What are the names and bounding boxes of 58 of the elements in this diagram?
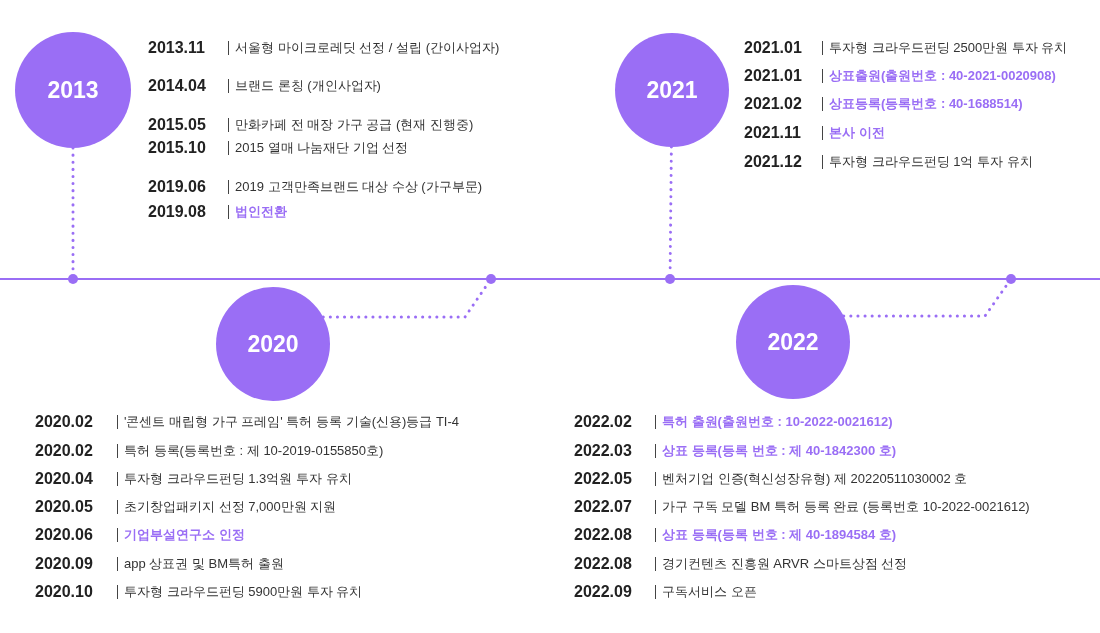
year-circle: 2022 — [736, 285, 850, 399]
event-text: app 상표권 및 BM특허 출원 — [117, 557, 284, 571]
event-date: 2021.01 — [744, 38, 802, 58]
event-date: 2021.01 — [744, 66, 802, 86]
event-date: 2015.05 — [148, 115, 206, 135]
event-date: 2015.10 — [148, 138, 206, 158]
event-text: 상표 등록(등록 번호 : 제 40-1842300 호) — [655, 444, 897, 458]
event-text: 법인전환 — [228, 205, 287, 219]
event-text: 투자형 크라우드펀딩 1억 투자 유치 — [822, 155, 1033, 169]
event-text: 구독서비스 오픈 — [655, 585, 757, 599]
event-text: 특허 등록(등록번호 : 제 10-2019-0155850호) — [117, 444, 384, 458]
event-date: 2019.06 — [148, 177, 206, 197]
event-text: 2015 열매 나눔재단 기업 선정 — [228, 141, 409, 155]
event-text: 2019 고객만족브랜드 대상 수상 (가구부문) — [228, 180, 483, 194]
timeline-dot — [68, 274, 78, 284]
event-date: 2020.10 — [35, 582, 93, 602]
timeline-dot — [665, 274, 675, 284]
event-date: 2019.08 — [148, 202, 206, 222]
event-text: 투자형 크라우드펀딩 5900만원 투자 유치 — [117, 585, 363, 599]
event-date: 2020.04 — [35, 469, 93, 489]
timeline-dot — [1006, 274, 1016, 284]
event-text: 투자형 크라우드펀딩 1.3억원 투자 유치 — [117, 472, 352, 486]
year-circle: 2020 — [216, 287, 330, 401]
event-date: 2022.03 — [574, 441, 632, 461]
event-date: 2020.02 — [35, 441, 93, 461]
event-text: 상표등록(등록번호 : 40-1688514) — [822, 97, 1023, 111]
event-text: 경기컨텐츠 진흥원 ARVR 스마트상점 선정 — [655, 557, 908, 571]
event-date: 2021.12 — [744, 152, 802, 172]
event-date: 2022.08 — [574, 554, 632, 574]
event-text: 초기창업패키지 선정 7,000만원 지원 — [117, 500, 337, 514]
event-date: 2013.11 — [148, 38, 205, 58]
event-date: 2014.04 — [148, 76, 206, 96]
event-date: 2020.02 — [35, 412, 93, 432]
event-date: 2021.02 — [744, 94, 802, 114]
event-date: 2022.05 — [574, 469, 632, 489]
year-circle: 2013 — [15, 32, 131, 148]
event-date: 2020.06 — [35, 525, 93, 545]
event-text: 상표 등록(등록 번호 : 제 40-1894584 호) — [655, 528, 897, 542]
event-text: 본사 이전 — [822, 126, 885, 140]
event-text: 벤처기업 인증(혁신성장유형) 제 20220511030002 호 — [655, 472, 968, 486]
event-text: '콘센트 매립형 가구 프레임' 특허 등록 기술(신용)등급 TI-4 — [117, 415, 460, 429]
event-text: 투자형 크라우드펀딩 2500만원 투자 유치 — [822, 41, 1068, 55]
timeline-dot — [486, 274, 496, 284]
year-circle: 2021 — [615, 33, 729, 147]
event-text: 특허 출원(출원번호 : 10-2022-0021612) — [655, 415, 893, 429]
event-text: 서울형 마이크로레딧 선정 / 설립 (간이사업자) — [228, 41, 500, 55]
event-date: 2022.07 — [574, 497, 632, 517]
event-text: 브랜드 론칭 (개인사업자) — [228, 79, 381, 93]
event-text: 기업부설연구소 인정 — [117, 528, 245, 542]
event-date: 2020.05 — [35, 497, 93, 517]
event-text: 만화카페 전 매장 가구 공급 (현재 진행중) — [228, 118, 474, 132]
event-text: 상표출원(출원번호 : 40-2021-0020908) — [822, 69, 1056, 83]
event-text: 가구 구독 모델 BM 특허 등록 완료 (등록번호 10-2022-0021612) — [655, 500, 1030, 514]
event-date: 2021.11 — [744, 123, 801, 143]
event-date: 2020.09 — [35, 554, 93, 574]
event-date: 2022.02 — [574, 412, 632, 432]
event-date: 2022.09 — [574, 582, 632, 602]
event-date: 2022.08 — [574, 525, 632, 545]
